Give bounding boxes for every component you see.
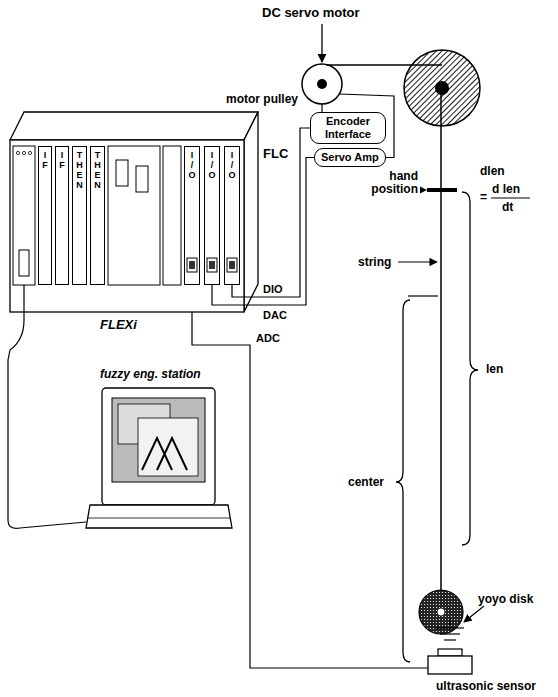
- part-label: fuzzy eng. station: [100, 367, 201, 381]
- if-module: IF: [38, 146, 52, 285]
- io-module: I/O: [204, 146, 220, 285]
- sound-wave: [444, 639, 456, 640]
- part-label: string: [358, 255, 391, 269]
- len-brace: [462, 192, 478, 545]
- module-window: [136, 166, 148, 192]
- center-tick: [408, 295, 438, 296]
- part-label: motor pulley: [226, 92, 298, 106]
- module-label: I/O: [205, 151, 219, 181]
- box-text: Servo Amp: [321, 151, 379, 164]
- then-module: THEN: [90, 146, 105, 285]
- led: [28, 151, 31, 154]
- pointer-arrow: [321, 24, 322, 62]
- signal-name: DIO: [262, 282, 284, 296]
- signal-name: DAC: [262, 308, 288, 322]
- blank-module: [108, 146, 160, 285]
- io-module: I/O: [224, 146, 240, 285]
- formula-text: =: [480, 190, 487, 204]
- monitor: [102, 388, 215, 505]
- module-label: THEN: [91, 151, 104, 191]
- formula-text: d len: [492, 182, 520, 196]
- signal-wire: [212, 158, 314, 306]
- io-connector-pin: [209, 261, 215, 269]
- membership-functions: [142, 438, 187, 470]
- rack-top: [10, 112, 258, 140]
- adc-wire: [192, 285, 428, 668]
- part-label: hand position: [362, 170, 418, 196]
- led: [22, 151, 25, 154]
- pointer-arrow: [420, 187, 427, 194]
- module-label: I/O: [225, 151, 239, 181]
- module-window: [116, 160, 128, 186]
- keyboard-edge: [88, 518, 230, 519]
- hand-tick: [427, 188, 457, 192]
- led: [16, 151, 19, 154]
- screen-window: [138, 418, 198, 476]
- formula-text: dlen: [480, 164, 505, 178]
- power-switch: [19, 250, 29, 276]
- string-line: [440, 88, 442, 612]
- pointer-arrow: [398, 261, 437, 262]
- signal-wire: [232, 128, 310, 297]
- then-module: THEN: [72, 146, 87, 285]
- sound-wave: [449, 618, 450, 626]
- part-label: FLC: [263, 147, 288, 161]
- string-pulley: [404, 50, 480, 126]
- io-connector: [187, 258, 197, 272]
- servo-amp-box: Servo Amp: [314, 148, 386, 167]
- rack-side: [244, 112, 258, 312]
- motor-pulley: [302, 64, 342, 104]
- encoder-interface-box: Encoder Interface: [310, 112, 386, 144]
- if-module: IF: [55, 146, 69, 285]
- yoyo-disk: [419, 590, 463, 634]
- power-module: [13, 146, 35, 285]
- center-brace: [396, 300, 410, 662]
- io-connector-pin: [229, 261, 235, 269]
- box-text: Encoder Interface: [317, 115, 379, 141]
- sensor-body: [428, 656, 472, 674]
- string-top: [326, 64, 442, 66]
- pointer-arrow: [464, 606, 484, 622]
- io-connector: [227, 258, 237, 272]
- motor-shaft: [317, 79, 327, 89]
- io-module: I/O: [184, 146, 200, 285]
- formula-text: dt: [502, 200, 513, 214]
- station-cable: [8, 285, 86, 528]
- module-label: IF: [56, 151, 68, 171]
- part-label: DC servo motor: [262, 6, 360, 20]
- module-label: I/O: [185, 151, 199, 181]
- sensor-head: [438, 649, 462, 656]
- signal-name: ADC: [256, 331, 280, 345]
- fraction-bar: [491, 197, 530, 198]
- dimension-label: len: [486, 362, 503, 376]
- io-connector: [207, 258, 217, 272]
- part-label: FLEXi: [100, 318, 137, 332]
- module-label: THEN: [73, 151, 86, 191]
- screen: [112, 398, 205, 482]
- sound-wave: [440, 633, 460, 634]
- module-label: IF: [39, 151, 51, 171]
- sound-wave: [436, 627, 464, 628]
- pulley-hub: [435, 81, 449, 95]
- part-label: ultrasonic sensor: [436, 679, 536, 693]
- part-label: yoyo disk: [478, 592, 533, 606]
- blank-module: [163, 146, 181, 285]
- dimension-label: center: [348, 475, 384, 489]
- encoder-wire: [321, 104, 322, 112]
- io-connector-pin: [189, 261, 195, 269]
- keyboard-base: [86, 505, 232, 528]
- rack-front: [10, 140, 244, 312]
- yoyo-axle: [437, 608, 445, 616]
